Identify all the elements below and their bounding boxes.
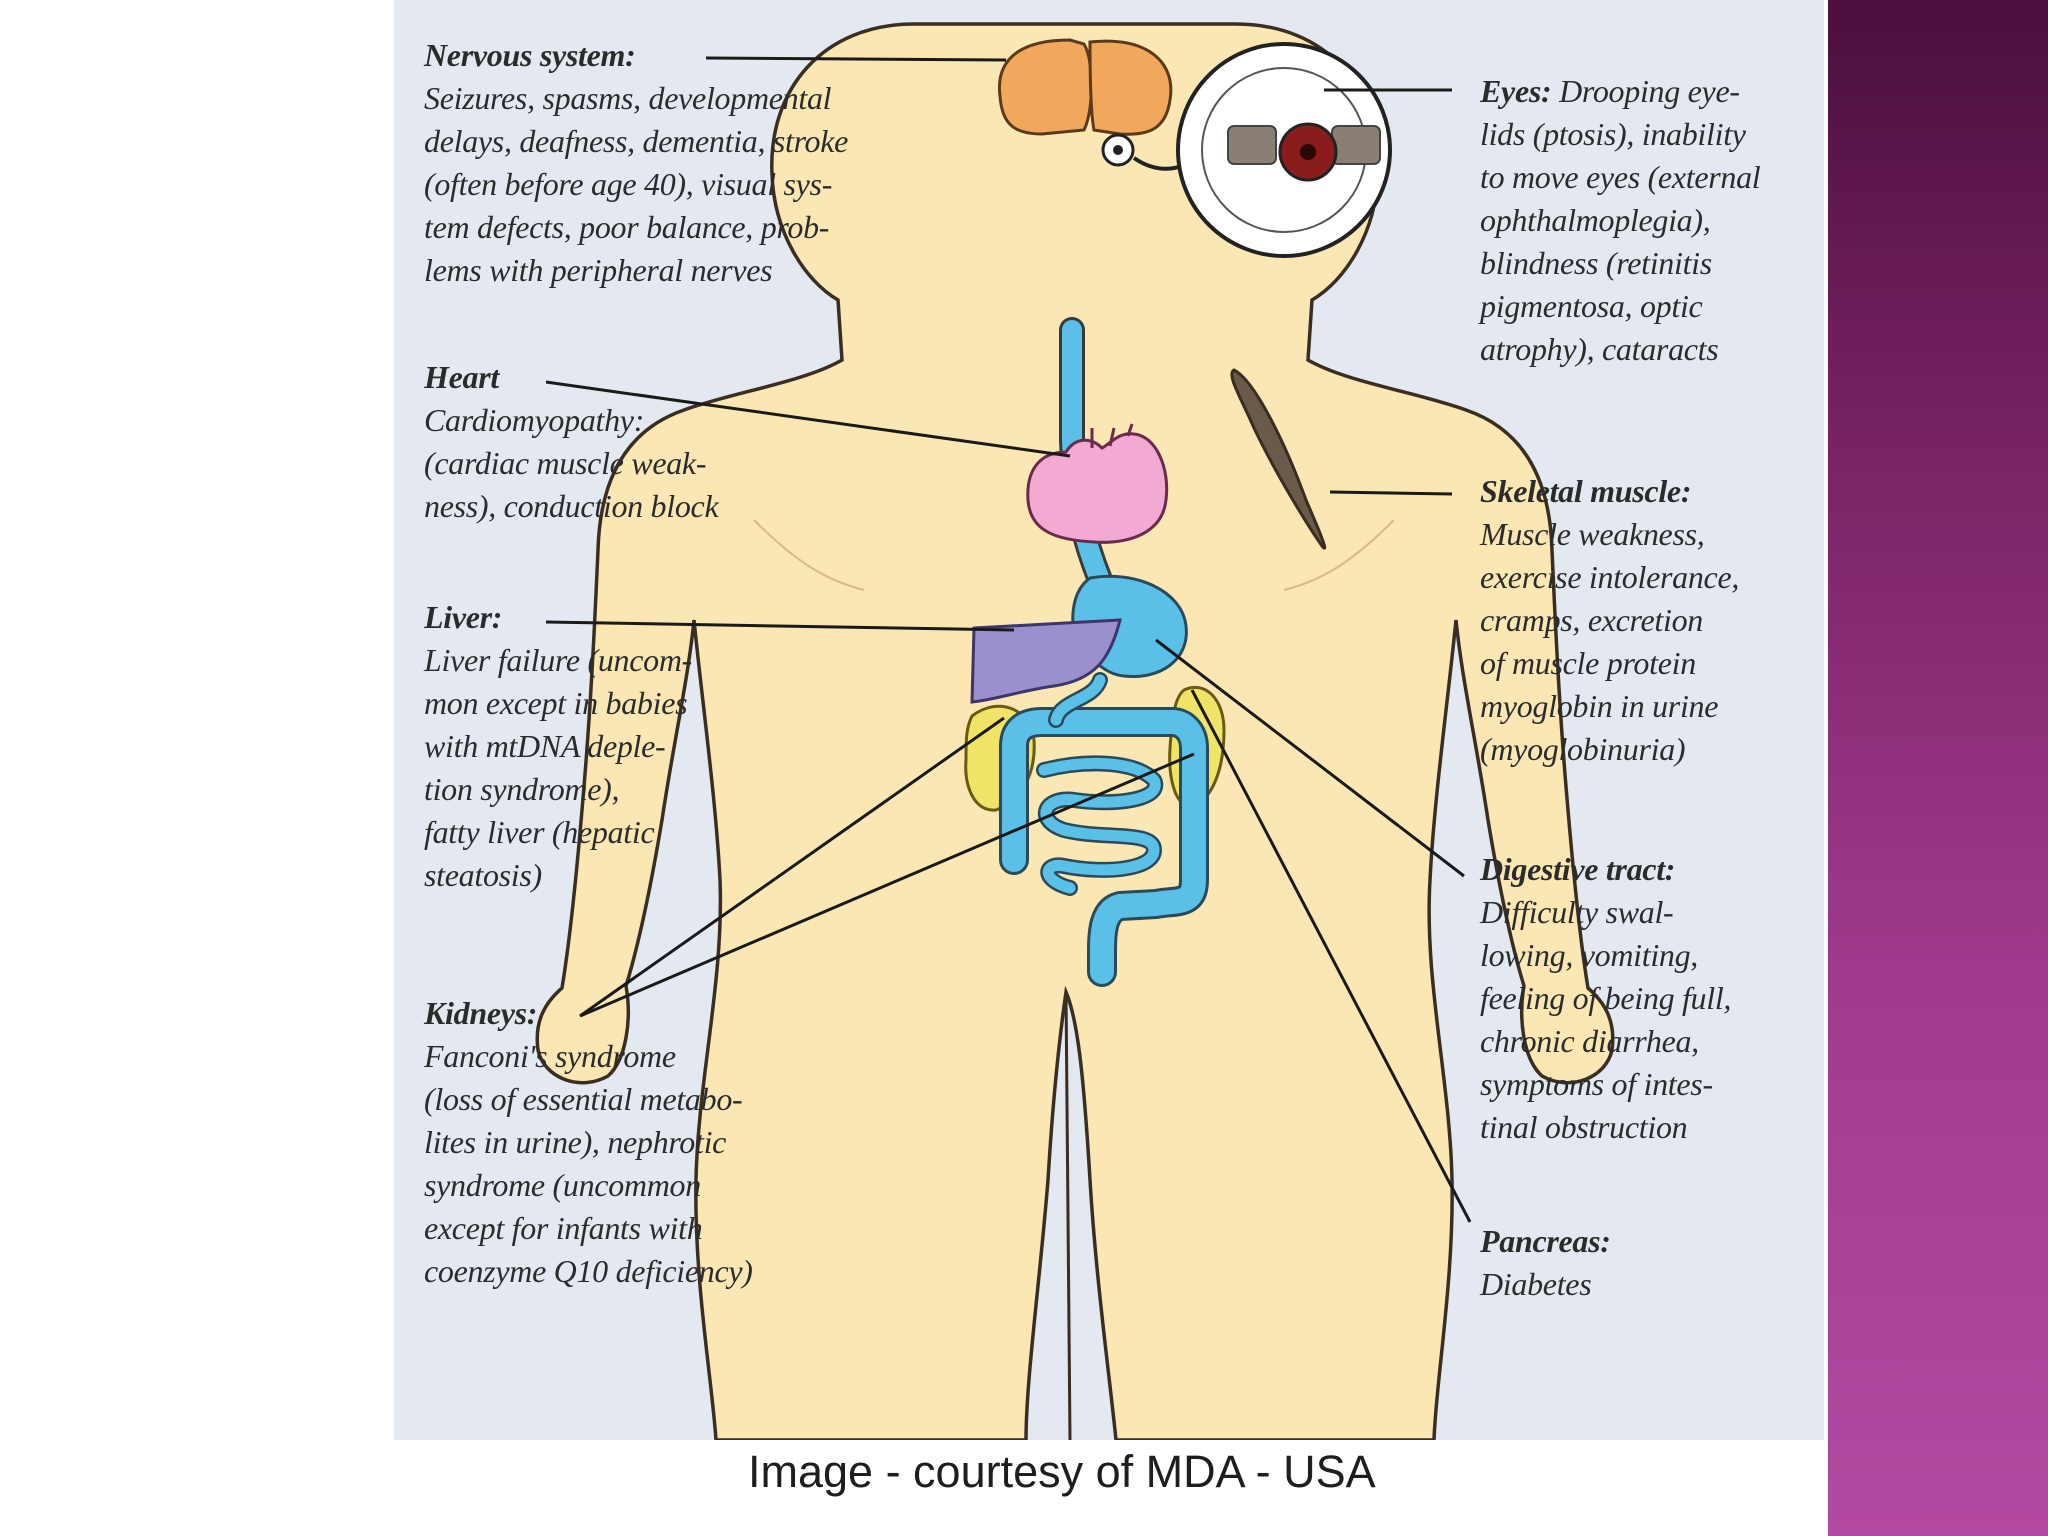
callout-liver-title: Liver: — [424, 599, 503, 635]
leader-heart — [545, 380, 1071, 458]
callout-kidneys: Kidneys: Fanconi's syndrome (loss of ess… — [424, 992, 753, 1293]
callout-liver: Liver: Liver failure (uncom- mon except … — [424, 596, 692, 897]
leader-kidneys-b — [579, 752, 1195, 1018]
leader-digestive — [1155, 638, 1465, 878]
callout-heart-title: Heart — [424, 359, 499, 395]
liver — [970, 618, 1122, 704]
callout-pancreas-text: Diabetes — [1480, 1266, 1592, 1302]
callout-nervous-system: Nervous system: Seizures, spasms, develo… — [424, 34, 848, 292]
callout-nervous-text: Seizures, spasms, developmental delays, … — [424, 80, 849, 288]
callout-heart-text: Cardiomyopathy: (cardiac muscle weak- ne… — [424, 402, 719, 524]
callout-skeletal-title: Skeletal muscle: — [1480, 473, 1692, 509]
leg-divider — [1064, 991, 1072, 1440]
slide-accent-bar — [1828, 0, 2048, 1536]
leader-lines — [545, 56, 1472, 1223]
callout-skeletal-text: Muscle weakness, exercise intolerance, c… — [1480, 516, 1740, 767]
callout-pancreas: Pancreas: Diabetes — [1480, 1220, 1611, 1306]
skeletal-muscle — [1230, 368, 1327, 550]
leader-skeletal — [1329, 490, 1453, 496]
callout-eyes-text: Eyes: Drooping eye- lids (ptosis), inabi… — [1480, 70, 1761, 371]
image-credit: Image - courtesy of MDA - USA — [748, 1446, 1376, 1497]
body-illustration — [535, 22, 1615, 1440]
callout-digestive-text: Difficulty swal- lowing, vomiting, feeli… — [1480, 894, 1732, 1145]
leader-pancreas — [1190, 689, 1472, 1223]
callout-kidneys-title: Kidneys: — [424, 995, 538, 1031]
eye-muscle-left — [1227, 125, 1277, 165]
body-diagram-panel: Nervous system: Seizures, spasms, develo… — [394, 0, 1824, 1440]
eye-magnified-pupil — [1300, 144, 1316, 160]
face-eye-pupil — [1113, 145, 1123, 155]
large-intestine-fill — [1002, 710, 1206, 984]
heart — [1026, 432, 1169, 544]
eye-muscle-right — [1331, 125, 1381, 165]
torso-contour-left — [753, 519, 865, 591]
callout-eyes-title: Eyes: — [1480, 73, 1552, 109]
callout-pancreas-title: Pancreas: — [1480, 1223, 1611, 1259]
torso-contour-right — [1283, 519, 1395, 591]
heart-vessel — [1090, 423, 1134, 448]
callout-liver-text: Liver failure (uncom- mon except in babi… — [424, 642, 693, 893]
callout-kidneys-text: Fanconi's syndrome (loss of essential me… — [424, 1038, 753, 1289]
leader-nervous — [705, 56, 1007, 62]
callout-heart: Heart Cardiomyopathy: (cardiac muscle we… — [424, 356, 719, 528]
callout-digestive-title: Digestive tract: — [1480, 851, 1676, 887]
leader-kidneys-a — [579, 716, 1005, 1018]
leader-liver — [545, 620, 1015, 632]
small-intestine-fill — [1038, 674, 1161, 894]
brain-left-hemisphere — [997, 38, 1093, 136]
brain-right-hemisphere — [1088, 39, 1173, 136]
callout-eyes-body: Drooping eye- lids (ptosis), inability t… — [1480, 73, 1761, 367]
callout-eyes: Eyes: Drooping eye- lids (ptosis), inabi… — [1480, 70, 1761, 371]
callout-digestive-tract: Digestive tract: Difficulty swal- lowing… — [1480, 848, 1731, 1149]
callout-nervous-title: Nervous system: — [424, 37, 636, 73]
callout-skeletal-muscle: Skeletal muscle: Muscle weakness, exerci… — [1480, 470, 1739, 771]
